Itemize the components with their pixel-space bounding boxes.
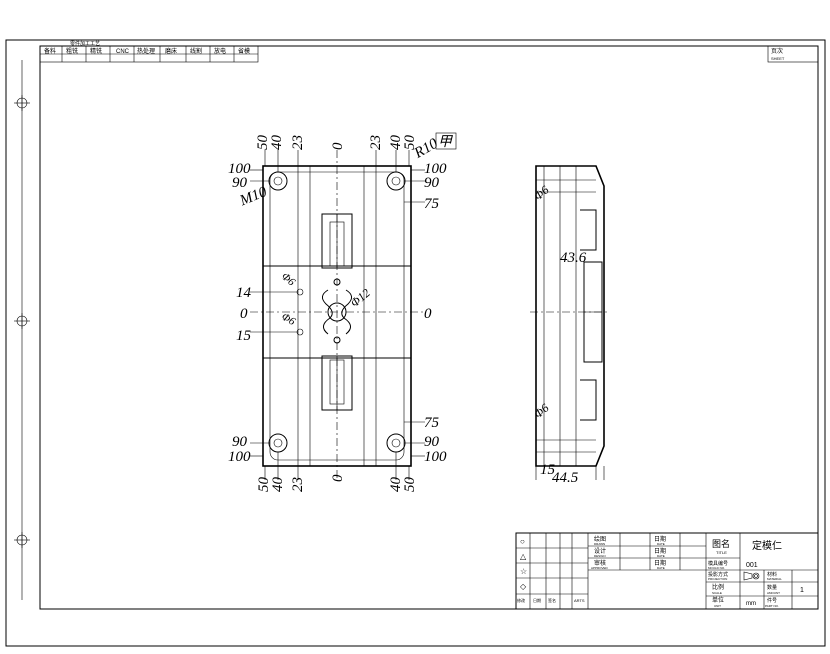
- title-label: 图名: [712, 538, 730, 549]
- unit-value: mm: [746, 601, 756, 607]
- date-sub: DATE: [657, 542, 665, 546]
- revision-header: 签名: [548, 597, 556, 603]
- dim-label: 50: [402, 477, 418, 493]
- process-cell: CNC: [116, 49, 130, 55]
- projection-label: 投影方式: [708, 571, 728, 578]
- projection-sub: PROJECTION: [708, 577, 727, 581]
- role-label: 设计: [594, 547, 606, 555]
- dim-label: 44.5: [552, 470, 579, 486]
- dim-label: 14: [236, 285, 252, 301]
- dim-label: 100: [424, 161, 447, 177]
- unit-sub: UNIT: [714, 604, 721, 608]
- revision-mark: ☆: [520, 567, 527, 576]
- dim-label: 0: [330, 142, 346, 150]
- dim-label: 40: [269, 135, 285, 151]
- revision-header: ARTS: [574, 598, 585, 603]
- callout-label: Φ6: [531, 183, 552, 203]
- dim-label: 0: [424, 306, 432, 322]
- dim-label: 23: [290, 477, 306, 492]
- date-sub: DATE: [657, 566, 665, 570]
- dim-label: 75: [424, 196, 440, 212]
- role-label: 审核: [594, 559, 606, 567]
- process-caption: 零件加工工艺: [70, 40, 100, 47]
- dim-label: 23: [290, 135, 306, 150]
- title-block: ○ △ ☆ ◇ 修改 日期 签名 ARTS 绘图 DRAWN 设计 DESIGN…: [515, 532, 819, 610]
- dim-label: 100: [228, 449, 251, 465]
- title-sub: TITLE: [716, 550, 727, 555]
- date-label: 日期: [654, 547, 666, 555]
- dim-label: 40: [270, 477, 286, 493]
- sheet-label: 页次: [771, 47, 783, 55]
- scale-label: 比例: [712, 583, 724, 591]
- date-label: 日期: [654, 535, 666, 543]
- callout-label: Φ6: [531, 401, 552, 421]
- dim-label: 15: [236, 328, 252, 344]
- role-sub: DESIGN: [594, 554, 606, 558]
- dim-label: 90: [232, 175, 248, 191]
- part-no-label: 件号: [767, 597, 777, 604]
- callout-label: Φ6: [279, 270, 298, 288]
- callout-label: Φ12: [348, 286, 373, 310]
- dim-label: 90: [424, 434, 440, 450]
- dim-label: 43.6: [560, 250, 587, 266]
- dim-label: 50: [255, 135, 271, 151]
- dim-label: 23: [368, 135, 384, 150]
- registration-marks: [14, 60, 30, 600]
- plan-view-dimensions: 50 40 23 0 23 40 50 50 40 23 0 40 50 100…: [228, 132, 457, 493]
- drawing-title: 定模仁: [752, 539, 782, 552]
- part-no-sub: PART NO.: [765, 604, 779, 608]
- outer-border: [5, 39, 826, 647]
- side-view: [530, 165, 610, 480]
- process-cell: 放电: [214, 47, 226, 55]
- process-cell: 热处理: [137, 47, 155, 55]
- mold-no-value: 001: [746, 562, 758, 569]
- process-cell: 粗铣: [66, 47, 78, 55]
- material-sub: MATERIAL: [767, 577, 782, 581]
- process-cell: 精铣: [90, 47, 102, 55]
- side-view-dimensions: Φ6 Φ6 43.6 15 44.5: [531, 183, 587, 486]
- material-label: 材料: [767, 571, 777, 578]
- sheet-sub: SHEET: [771, 56, 785, 61]
- dim-label: 50: [256, 477, 272, 493]
- unit-label: 单位: [712, 596, 724, 604]
- callout-label: Φ6: [279, 311, 297, 329]
- mold-no-label: 模具编号: [708, 560, 728, 567]
- process-cell: 线割: [190, 47, 202, 55]
- dim-label: 90: [232, 434, 248, 450]
- quantity-value: 1: [800, 587, 804, 594]
- dim-label: 100: [424, 449, 447, 465]
- role-label: 绘图: [594, 535, 606, 543]
- dim-label: 40: [388, 135, 404, 151]
- revision-mark: ◇: [520, 582, 527, 591]
- role-sub: APPROVED: [591, 566, 609, 570]
- dim-label: 75: [424, 415, 440, 431]
- dim-label: 50: [402, 135, 418, 151]
- dim-label: 15: [540, 462, 556, 478]
- dim-label: 90: [424, 175, 440, 191]
- scale-sub: SCALE: [712, 591, 722, 595]
- revision-header: 日期: [533, 597, 541, 603]
- projection-symbol: [743, 571, 760, 581]
- process-cell: 省模: [238, 47, 250, 55]
- quantity-sub: AMOUNT: [767, 591, 780, 595]
- revision-header: 修改: [517, 597, 525, 603]
- process-header: 零件加工工艺 备料 粗铣 精铣 CNC 热处理 磨床 线割 放电 省模 页次 S…: [39, 40, 819, 63]
- quantity-label: 数量: [767, 584, 777, 591]
- inner-border: [39, 45, 819, 610]
- date-sub: DATE: [657, 554, 665, 558]
- dim-label: 0: [240, 306, 248, 322]
- revision-mark: ○: [520, 537, 525, 546]
- plan-view: [250, 150, 425, 480]
- role-sub: DRAWN: [594, 542, 605, 546]
- date-label: 日期: [654, 559, 666, 567]
- dim-label: 40: [388, 477, 404, 493]
- section-flag: 甲: [438, 135, 453, 150]
- mold-no-sub: MOULD NO.: [708, 566, 725, 570]
- process-cell: 备料: [44, 47, 56, 55]
- process-cell: 磨床: [165, 47, 177, 55]
- revision-mark: △: [520, 552, 527, 561]
- dim-label: 100: [228, 161, 251, 177]
- dim-label: 0: [330, 474, 346, 482]
